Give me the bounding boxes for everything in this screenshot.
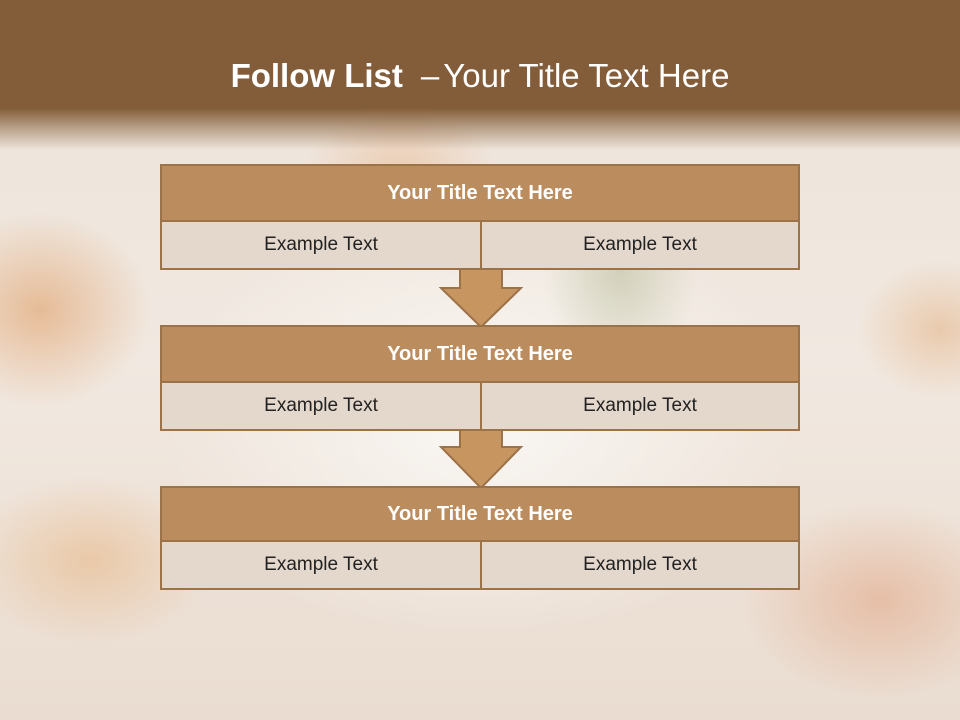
step-cell-right: Example Text: [480, 540, 800, 590]
step-cell-right: Example Text: [480, 381, 800, 431]
step-box-3: Your Title Text Here Example Text Exampl…: [160, 486, 800, 590]
step-title: Your Title Text Here: [160, 486, 800, 542]
step-box-2: Your Title Text Here Example Text Exampl…: [160, 325, 800, 431]
step-cell-left: Example Text: [160, 381, 482, 431]
step-cell-left: Example Text: [160, 220, 482, 270]
slide-title-rest: Your Title Text Here: [443, 57, 730, 94]
slide-title-bold: Follow List: [230, 57, 403, 94]
step-title: Your Title Text Here: [160, 325, 800, 383]
slide-title-dash: –: [420, 57, 440, 94]
title-band: [0, 0, 960, 150]
step-cell-left: Example Text: [160, 540, 482, 590]
down-arrow-icon: [438, 429, 524, 489]
step-title: Your Title Text Here: [160, 164, 800, 222]
down-arrow-icon: [438, 268, 524, 328]
slide-title: Follow List–Your Title Text Here: [0, 56, 960, 96]
step-box-1: Your Title Text Here Example Text Exampl…: [160, 164, 800, 270]
step-cell-right: Example Text: [480, 220, 800, 270]
